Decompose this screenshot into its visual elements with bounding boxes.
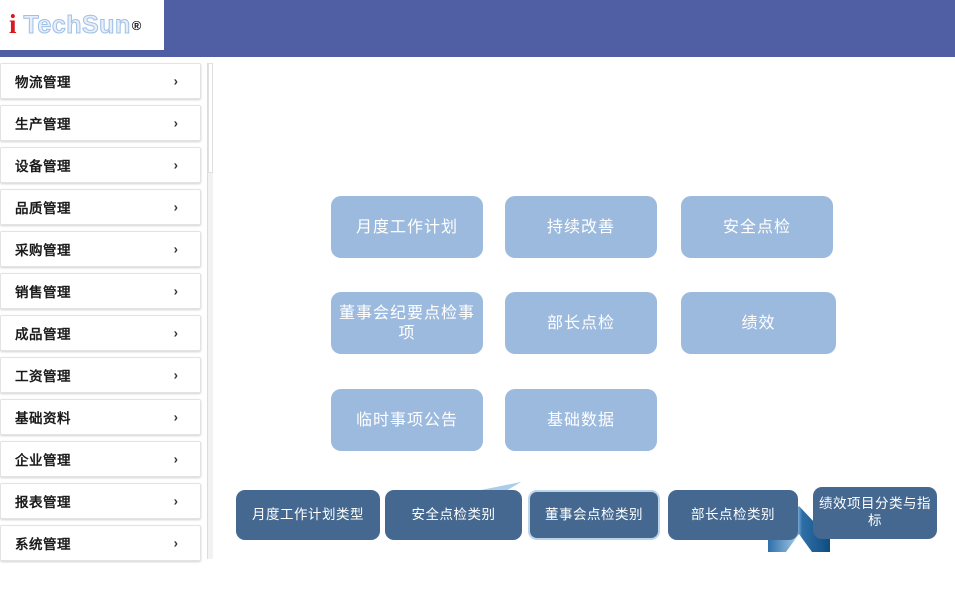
- diagram-node-row3-0[interactable]: 临时事项公告: [331, 389, 483, 451]
- sidebar-item-6[interactable]: 成品管理 ›: [0, 315, 201, 351]
- diagram-node-row4-1[interactable]: 安全点检类别: [385, 490, 522, 540]
- chevron-right-icon: ›: [173, 241, 178, 257]
- sidebar-item-label: 销售管理: [15, 285, 71, 301]
- sidebar-item-0[interactable]: 物流管理 ›: [0, 63, 201, 99]
- brand-wordmark: TechSun: [23, 10, 131, 39]
- diagram-node-row3-1[interactable]: 基础数据: [505, 389, 657, 451]
- sidebar-item-label: 采购管理: [15, 243, 71, 259]
- sidebar-item-4[interactable]: 采购管理 ›: [0, 231, 201, 267]
- chevron-right-icon: ›: [173, 115, 178, 131]
- diagram-node-row2-0[interactable]: 董事会纪要点检事项: [331, 292, 483, 354]
- chevron-right-icon: ›: [173, 535, 178, 551]
- sidebar-item-label: 生产管理: [15, 117, 71, 133]
- sidebar-item-5[interactable]: 销售管理 ›: [0, 273, 201, 309]
- chevron-right-icon: ›: [173, 325, 178, 341]
- sidebar-item-label: 系统管理: [15, 537, 71, 553]
- sidebar-item-label: 企业管理: [15, 453, 71, 469]
- sidebar-item-11[interactable]: 系统管理 ›: [0, 525, 201, 561]
- diagram-node-row1-0[interactable]: 月度工作计划: [331, 196, 483, 258]
- chevron-right-icon: ›: [173, 409, 178, 425]
- sidebar-item-label: 工资管理: [15, 369, 71, 385]
- app-header-bar: i TechSun ®: [0, 0, 955, 57]
- chevron-right-icon: ›: [173, 451, 178, 467]
- sidebar-item-2[interactable]: 设备管理 ›: [0, 147, 201, 183]
- diagram-node-row2-1[interactable]: 部长点检: [505, 292, 657, 354]
- sidebar-item-10[interactable]: 报表管理 ›: [0, 483, 201, 519]
- diagram-node-row4-4[interactable]: 绩效项目分类与指标: [813, 487, 937, 539]
- sidebar-item-label: 报表管理: [15, 495, 71, 511]
- diagram-node-row2-2[interactable]: 绩效: [681, 292, 836, 354]
- main-navigation-sidebar: 物流管理 › 生产管理 › 设备管理 › 品质管理 › 采购管理 › 销售管理 › 成品管理 › 工资管理 ›…: [0, 63, 207, 573]
- sidebar-item-label: 成品管理: [15, 327, 71, 343]
- brand-logo[interactable]: i TechSun ®: [0, 0, 164, 50]
- diagram-node-row4-2[interactable]: 董事会点检类别: [528, 490, 660, 540]
- chevron-right-icon: ›: [173, 157, 178, 173]
- diagram-node-row1-1[interactable]: 持续改善: [505, 196, 657, 258]
- chevron-right-icon: ›: [173, 493, 178, 509]
- diagram-node-row1-2[interactable]: 安全点检: [681, 196, 833, 258]
- sidebar-item-label: 设备管理: [15, 159, 71, 175]
- sidebar-item-1[interactable]: 生产管理 ›: [0, 105, 201, 141]
- sidebar-scrollbar-thumb[interactable]: [208, 63, 213, 173]
- sidebar-item-9[interactable]: 企业管理 ›: [0, 441, 201, 477]
- sidebar-item-label: 品质管理: [15, 201, 71, 217]
- brand-i-mark: i: [9, 8, 17, 39]
- chevron-right-icon: ›: [173, 199, 178, 215]
- chevron-right-icon: ›: [173, 367, 178, 383]
- sidebar-item-8[interactable]: 基础资料 ›: [0, 399, 201, 435]
- sidebar-item-7[interactable]: 工资管理 ›: [0, 357, 201, 393]
- sidebar-item-3[interactable]: 品质管理 ›: [0, 189, 201, 225]
- up-arrow-to-basic-data-icon: [768, 506, 830, 552]
- diagram-canvas: 月度工作计划持续改善安全点检董事会纪要点检事项部长点检绩效临时事项公告基础数据月…: [213, 57, 955, 596]
- sidebar-item-label: 物流管理: [15, 75, 71, 91]
- chevron-right-icon: ›: [173, 73, 178, 89]
- registered-trademark-icon: ®: [131, 17, 142, 33]
- chevron-right-icon: ›: [173, 283, 178, 299]
- sidebar-item-label: 基础资料: [15, 411, 71, 427]
- diagram-node-row4-0[interactable]: 月度工作计划类型: [236, 490, 380, 540]
- diagram-node-row4-3[interactable]: 部长点检类别: [668, 490, 798, 540]
